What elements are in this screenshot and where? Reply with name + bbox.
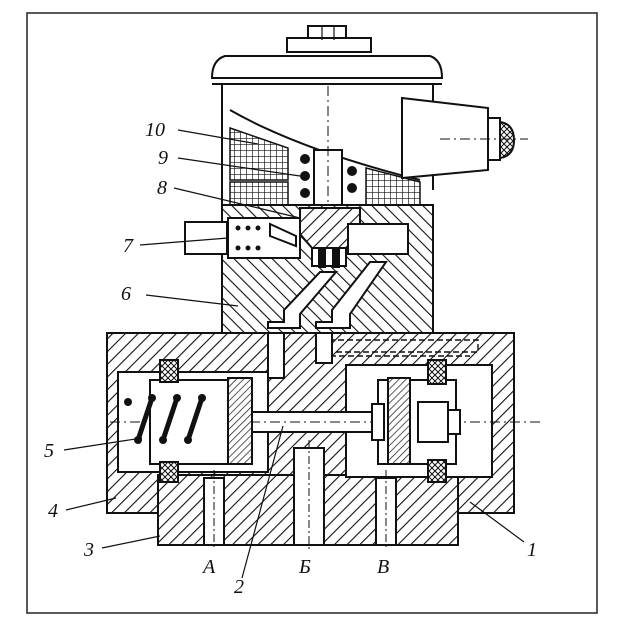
label-part-3: 3 xyxy=(83,539,94,561)
label-part-2: 2 xyxy=(234,576,244,598)
port-labels: А Б В xyxy=(201,556,389,578)
label-part-4: 4 xyxy=(48,500,58,522)
leader-lines xyxy=(63,129,525,579)
port-label-a: А xyxy=(201,556,216,578)
port-label-v: В xyxy=(377,556,389,578)
spring-5 xyxy=(124,394,206,444)
label-part-7: 7 xyxy=(123,235,134,257)
figure-frame xyxy=(26,12,598,614)
part-labels: 10 9 8 7 6 5 4 3 2 1 xyxy=(44,119,537,598)
label-part-1: 1 xyxy=(527,539,537,561)
port-label-b: Б xyxy=(298,556,311,578)
label-part-8: 8 xyxy=(157,177,167,199)
label-part-5: 5 xyxy=(44,440,54,462)
label-part-9: 9 xyxy=(158,147,168,169)
valve-body xyxy=(106,332,540,550)
label-part-10: 10 xyxy=(145,119,165,141)
pilot-block xyxy=(184,204,434,334)
label-part-6: 6 xyxy=(121,283,131,305)
